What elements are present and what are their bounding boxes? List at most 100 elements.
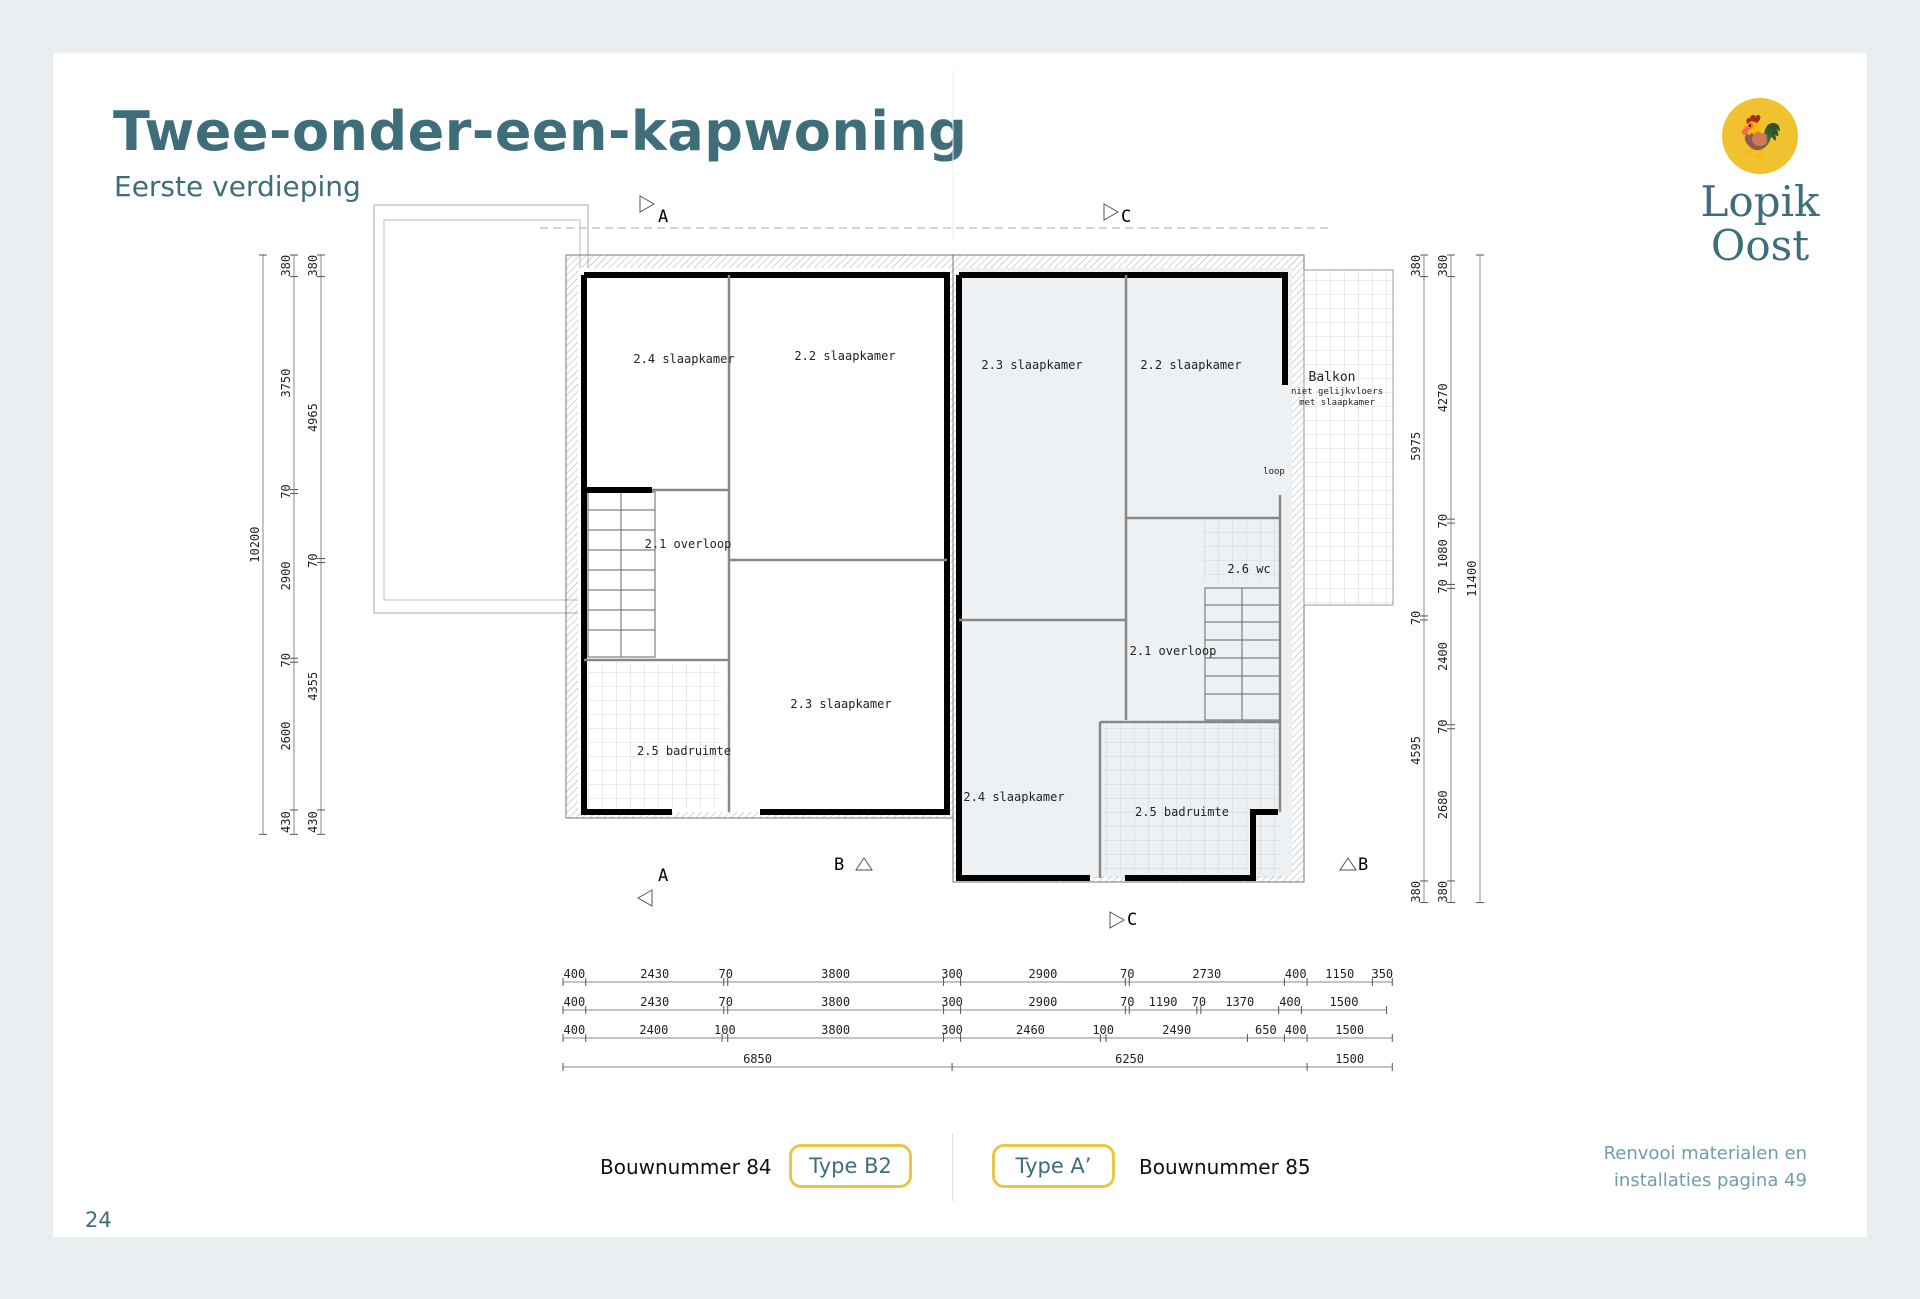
balcony-floor xyxy=(1303,269,1394,606)
dimension-label: 1150 xyxy=(1325,967,1354,981)
dimension-label: 3800 xyxy=(821,967,850,981)
section-marker: C xyxy=(1127,910,1137,930)
logo-text-line1: Lopik xyxy=(1700,177,1820,226)
dimension-label: 2900 xyxy=(1029,995,1058,1009)
balcony-note: niet gelijkvloers xyxy=(1291,387,1383,397)
dimension-label: 2900 xyxy=(1029,967,1058,981)
page-number: 24 xyxy=(85,1208,112,1232)
dimension-label: 1500 xyxy=(1335,1052,1364,1066)
dimension-label: 380 xyxy=(306,255,320,277)
dimension-label: 380 xyxy=(1436,881,1450,903)
dimension-label: 3800 xyxy=(821,995,850,1009)
dimension-label: 6250 xyxy=(1115,1052,1144,1066)
dimension-label: 2900 xyxy=(279,561,293,590)
dimension-label: 300 xyxy=(941,967,963,981)
dimension-label: 11400 xyxy=(1465,561,1479,597)
room-label: 2.3 slaapkamer xyxy=(790,697,891,711)
dimension-label: 650 xyxy=(1255,1023,1277,1037)
dimension-label: 2400 xyxy=(1436,642,1450,671)
dimension-label: 3750 xyxy=(279,369,293,398)
dimension-label: 100 xyxy=(714,1023,736,1037)
dimension-label: 2400 xyxy=(639,1023,668,1037)
dimension-label: 70 xyxy=(1409,611,1423,625)
dimension-label: 4355 xyxy=(306,672,320,701)
dimension-label: 350 xyxy=(1371,967,1393,981)
room-label: 2.1 overloop xyxy=(645,537,732,551)
wc-tiles xyxy=(1203,520,1278,582)
renvooi-line1: Renvooi materialen en xyxy=(1603,1143,1807,1164)
room-label: 2.6 wc xyxy=(1227,562,1270,576)
dimension-label: 380 xyxy=(1409,255,1423,277)
dimension-label: 2680 xyxy=(1436,790,1450,819)
dimension-label: 2430 xyxy=(640,967,669,981)
balcony-note: met slaapkamer xyxy=(1299,398,1375,408)
partition-walls xyxy=(584,275,1282,878)
dimension-label: 70 xyxy=(306,553,320,567)
neighbour-outline xyxy=(373,204,589,614)
dimension-label: 6850 xyxy=(743,1052,772,1066)
lopik-oost-logo: 🐓 Lopik Oost xyxy=(1680,98,1840,268)
dimension-label: 4270 xyxy=(1436,383,1450,412)
room-label: 2.2 slaapkamer xyxy=(794,349,895,363)
dimension-label: 2460 xyxy=(1016,1023,1045,1037)
section-marker: B xyxy=(1358,855,1368,875)
dimension-label: 70 xyxy=(719,995,733,1009)
dimension-label: 70 xyxy=(719,967,733,981)
dimension-label: 70 xyxy=(1120,995,1134,1009)
room-label: 2.5 badruimte xyxy=(1135,805,1229,819)
dimension-label: 70 xyxy=(279,484,293,498)
divider xyxy=(952,1133,953,1201)
dimension-label: 400 xyxy=(564,995,586,1009)
dimension-label: 4965 xyxy=(306,403,320,432)
balcony-label: Balkon xyxy=(1309,370,1356,385)
dimension-label: 4595 xyxy=(1409,736,1423,765)
dimension-label: 70 xyxy=(279,653,293,667)
dimension-label: 1500 xyxy=(1335,1023,1364,1037)
dimension-label: 10200 xyxy=(248,527,262,563)
room-label: 2.4 slaapkamer xyxy=(963,790,1064,804)
bathroom-tiles-left xyxy=(588,662,722,808)
dimension-label: 380 xyxy=(279,255,293,277)
renvooi-line2: installaties pagina 49 xyxy=(1613,1170,1807,1191)
dimension-label: 3800 xyxy=(821,1023,850,1037)
bouwnummer-right: Bouwnummer 85 xyxy=(1139,1155,1311,1179)
room-label: 2.1 overloop xyxy=(1130,644,1217,658)
dimension-label: 400 xyxy=(1279,995,1301,1009)
page-title: Twee-onder-een-kapwoning xyxy=(113,100,968,163)
dimension-label: 70 xyxy=(1436,719,1450,733)
dimension-label: 400 xyxy=(564,967,586,981)
dimension-label: 430 xyxy=(279,811,293,833)
bouwnummer-left: Bouwnummer 84 xyxy=(600,1155,772,1179)
dimension-label: 1080 xyxy=(1436,539,1450,568)
dimension-label: 70 xyxy=(1436,514,1450,528)
logo-text-line2: Oost xyxy=(1710,221,1810,270)
section-marker: A xyxy=(658,866,668,886)
dimension-label: 300 xyxy=(941,995,963,1009)
dimension-label: 5975 xyxy=(1409,432,1423,461)
load-bearing-walls xyxy=(581,272,1288,881)
dimension-label: 1500 xyxy=(1330,995,1359,1009)
dimension-label: 400 xyxy=(1285,967,1307,981)
dimension-label: 2490 xyxy=(1162,1023,1191,1037)
dimension-label: 380 xyxy=(1436,255,1450,277)
section-marker: B xyxy=(834,855,844,875)
room-label: loop xyxy=(1263,467,1285,477)
dimension-label: 70 xyxy=(1120,967,1134,981)
room-label: 2.2 slaapkamer xyxy=(1140,358,1241,372)
room-label: 2.4 slaapkamer xyxy=(633,352,734,366)
dimension-label: 2730 xyxy=(1192,967,1221,981)
type-badge-right: Type A’ xyxy=(992,1144,1115,1188)
dimension-label: 2430 xyxy=(640,995,669,1009)
dimension-label: 100 xyxy=(1092,1023,1114,1037)
section-marker: C xyxy=(1121,207,1131,227)
dimension-label: 1190 xyxy=(1149,995,1178,1009)
dimension-label: 400 xyxy=(1285,1023,1307,1037)
dimension-label: 2600 xyxy=(279,722,293,751)
dimension-label: 1370 xyxy=(1225,995,1254,1009)
room-label: 2.5 badruimte xyxy=(637,744,731,758)
dimension-label: 70 xyxy=(1436,579,1450,593)
dimension-chains: 400 2430 70 3800 300 2900 70 2730 400 1150 350 400 2… xyxy=(248,254,1484,1071)
rooster-weathervane-icon: 🐓 xyxy=(1722,98,1798,174)
dimension-label: 430 xyxy=(306,811,320,833)
